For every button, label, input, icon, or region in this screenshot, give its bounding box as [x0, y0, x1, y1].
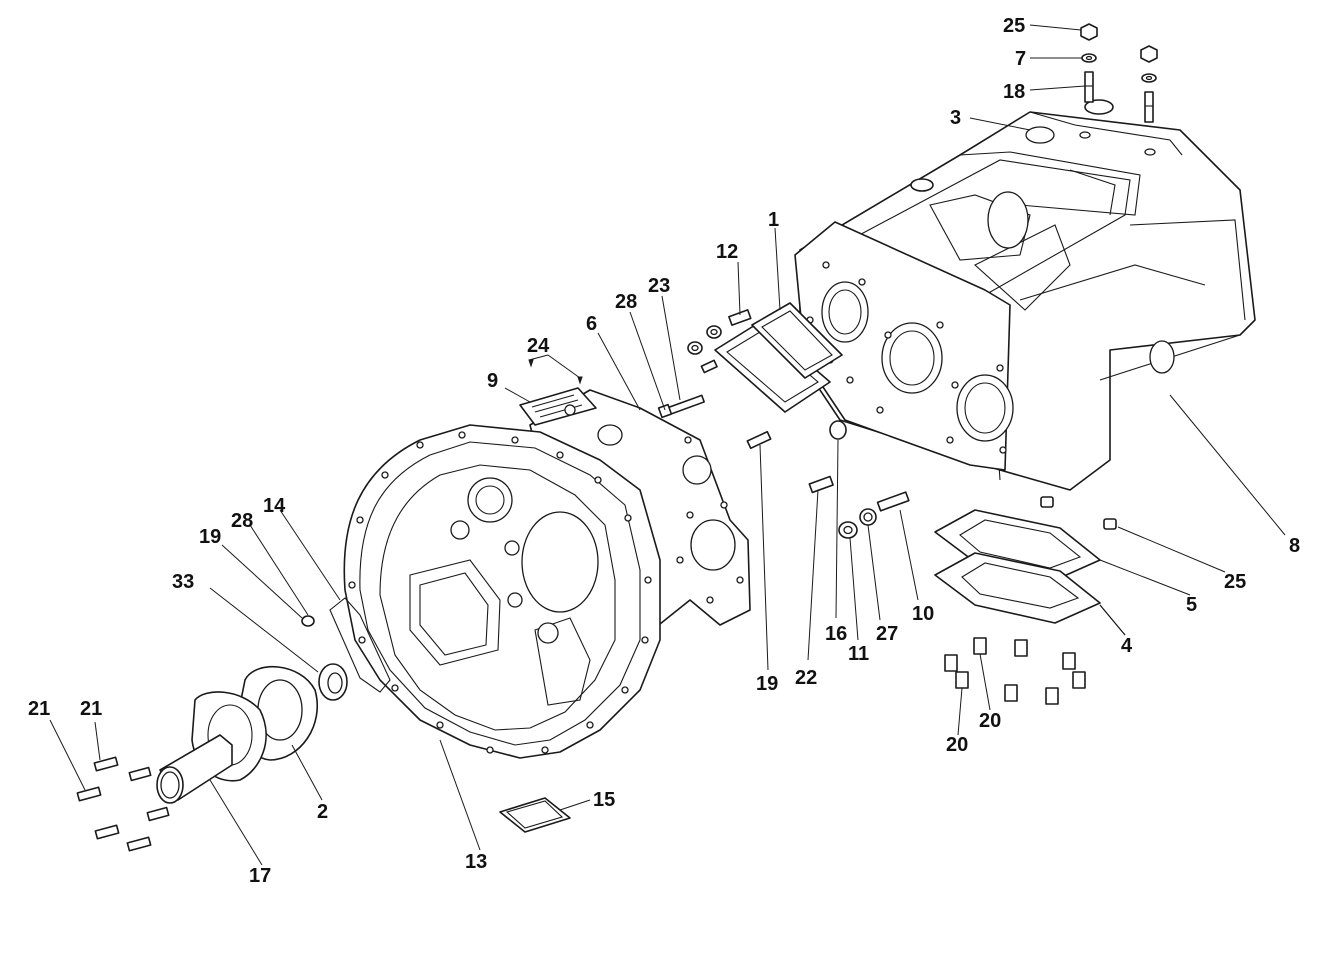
callout-11: 11	[848, 643, 869, 665]
bolt-upper-small	[700, 359, 718, 374]
callout-21-b: 21	[80, 698, 102, 720]
callout-5: 5	[1186, 594, 1197, 616]
leader-lines	[49, 24, 1286, 866]
callout-4: 4	[1121, 635, 1133, 657]
callout-7: 7	[1015, 48, 1026, 70]
bolt-20-h	[1072, 671, 1086, 689]
bolt-20-f	[1004, 684, 1018, 702]
callout-18: 18	[1003, 81, 1025, 103]
bottom-cover	[934, 552, 1101, 624]
bell-housing-gasket	[329, 597, 391, 693]
nut-28-upper	[687, 341, 703, 355]
callout-20-b: 20	[979, 710, 1001, 732]
callout-6: 6	[586, 313, 597, 335]
top-plug	[910, 99, 1114, 192]
bolt-21-a	[93, 756, 119, 772]
callout-19-left: 19	[199, 526, 221, 548]
nut-25-lower-b	[1103, 518, 1117, 530]
bell-housing	[343, 424, 661, 759]
callout-25-bottom: 25	[1224, 571, 1246, 593]
callout-labels: 1 2 3 4 5 6 7 8 9 10 11 12 13 14 15 16 1…	[28, 15, 1300, 887]
callout-28-lower: 28	[231, 510, 253, 532]
callout-16: 16	[825, 623, 847, 645]
callout-12: 12	[716, 241, 738, 263]
bolt-21-f	[126, 836, 152, 852]
callout-2: 2	[317, 801, 328, 823]
callout-23: 23	[648, 275, 670, 297]
callout-17: 17	[249, 865, 271, 887]
bolt-21-d	[146, 806, 170, 822]
input-flange	[156, 691, 267, 804]
callout-9: 9	[487, 370, 498, 392]
callout-24: 24	[527, 335, 550, 357]
callout-20-a: 20	[946, 734, 968, 756]
top-stud-assembly-right	[1140, 45, 1158, 123]
callout-3: 3	[950, 107, 961, 129]
housing-front-face	[794, 221, 1014, 471]
bolt-21-b	[128, 766, 152, 782]
callout-10: 10	[912, 603, 934, 625]
callout-28-upper: 28	[615, 291, 637, 313]
bolt-21-e	[94, 824, 120, 840]
bolt-20-d	[1062, 652, 1076, 670]
bolt-20-a	[944, 654, 958, 672]
nut-25-lower-a	[1040, 496, 1054, 508]
nut-11	[838, 521, 858, 539]
callout-27: 27	[876, 623, 898, 645]
inspection-cover	[499, 797, 571, 833]
plug-16	[829, 420, 847, 440]
stud-10	[876, 491, 910, 512]
bolt-19-upper	[746, 430, 772, 450]
screw-lower-left	[301, 615, 315, 627]
callout-21-a: 21	[28, 698, 50, 720]
callout-13: 13	[465, 851, 487, 873]
bolt-20-g	[1045, 687, 1059, 705]
bolt-20-c	[1014, 639, 1028, 657]
bolt-12	[706, 309, 752, 339]
bolt-21-c	[76, 786, 102, 802]
data-plate	[519, 387, 597, 426]
callout-15: 15	[593, 789, 615, 811]
bolt-22	[808, 475, 834, 494]
bolt-23	[657, 394, 705, 419]
callout-8: 8	[1289, 535, 1300, 557]
callout-33: 33	[172, 571, 194, 593]
callout-14: 14	[263, 495, 286, 517]
callout-19-right: 19	[756, 673, 778, 695]
callout-22: 22	[795, 667, 817, 689]
bolt-20-e	[955, 671, 969, 689]
washer-27	[859, 508, 877, 526]
oil-seal	[318, 663, 348, 701]
front-cover-gasket	[714, 302, 843, 413]
callout-25-top: 25	[1003, 15, 1025, 37]
bolt-20-b	[973, 637, 987, 655]
callout-1: 1	[768, 209, 779, 231]
rivet-24	[528, 359, 583, 385]
top-stud-assembly-left	[1080, 23, 1098, 103]
